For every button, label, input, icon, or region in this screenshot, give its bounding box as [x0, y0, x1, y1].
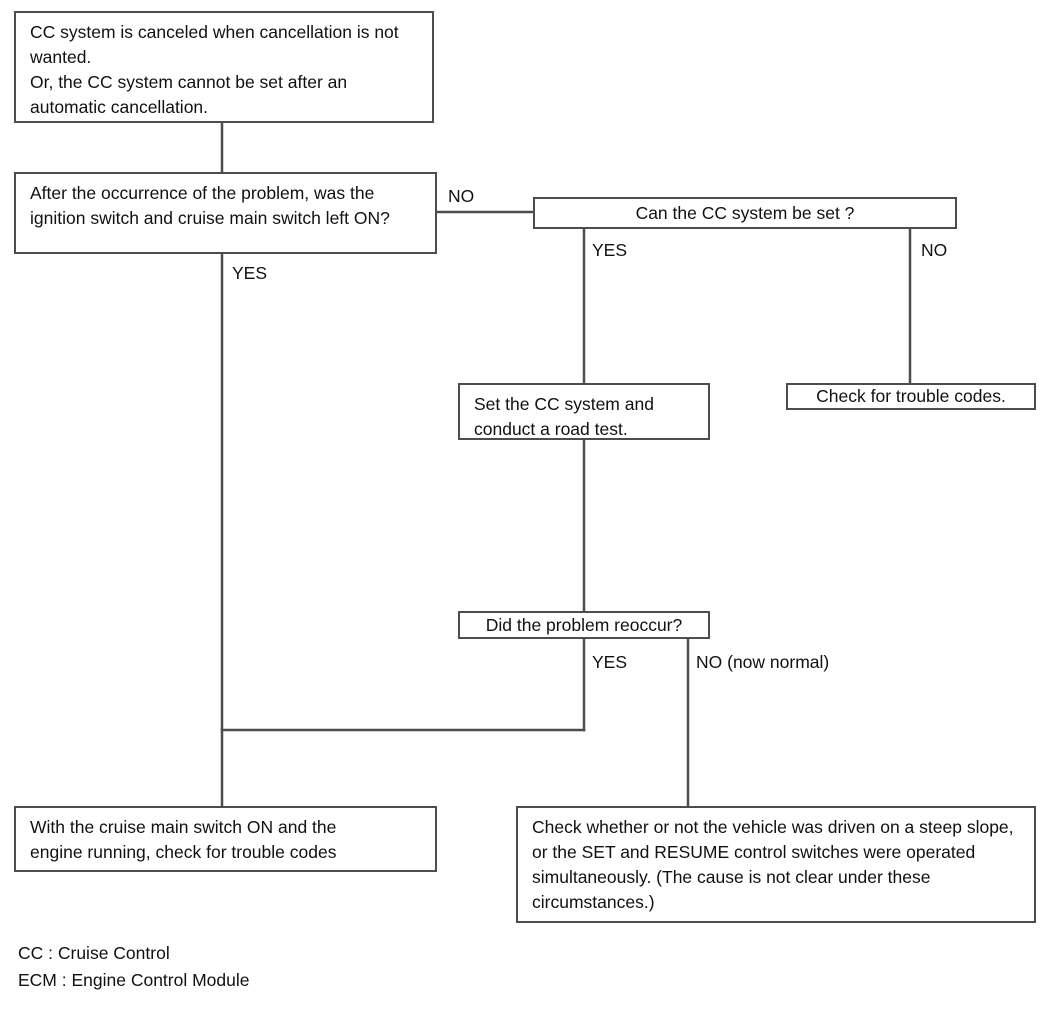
- edge-label-reoccur-yes: YES: [592, 652, 628, 672]
- edge-label-can-be-set-yes: YES: [592, 240, 628, 260]
- node-question-switches-left-on: After the occurrence of the problem, was…: [14, 172, 437, 254]
- node-action-check-trouble-codes: Check for trouble codes.: [786, 383, 1036, 410]
- node-symptom: CC system is canceled when cancellation …: [14, 11, 434, 123]
- edge-label-reoccur-no: NO (now normal): [696, 652, 830, 672]
- edge-label-can-be-set-no: NO: [921, 240, 948, 260]
- node-question-can-be-set: Can the CC system be set ?: [533, 197, 957, 229]
- edge-label-switches-no: NO: [448, 186, 475, 206]
- node-action-cruise-switch-on-check-codes: With the cruise main switch ON and the e…: [14, 806, 437, 872]
- legend-ecm: ECM : Engine Control Module: [18, 970, 250, 990]
- node-action-check-steep-slope: Check whether or not the vehicle was dri…: [516, 806, 1036, 923]
- edge-label-switches-yes: YES: [232, 263, 268, 283]
- legend-cc: CC : Cruise Control: [18, 943, 170, 963]
- node-action-set-and-road-test: Set the CC system and conduct a road tes…: [458, 383, 710, 440]
- node-question-problem-reoccur: Did the problem reoccur?: [458, 611, 710, 639]
